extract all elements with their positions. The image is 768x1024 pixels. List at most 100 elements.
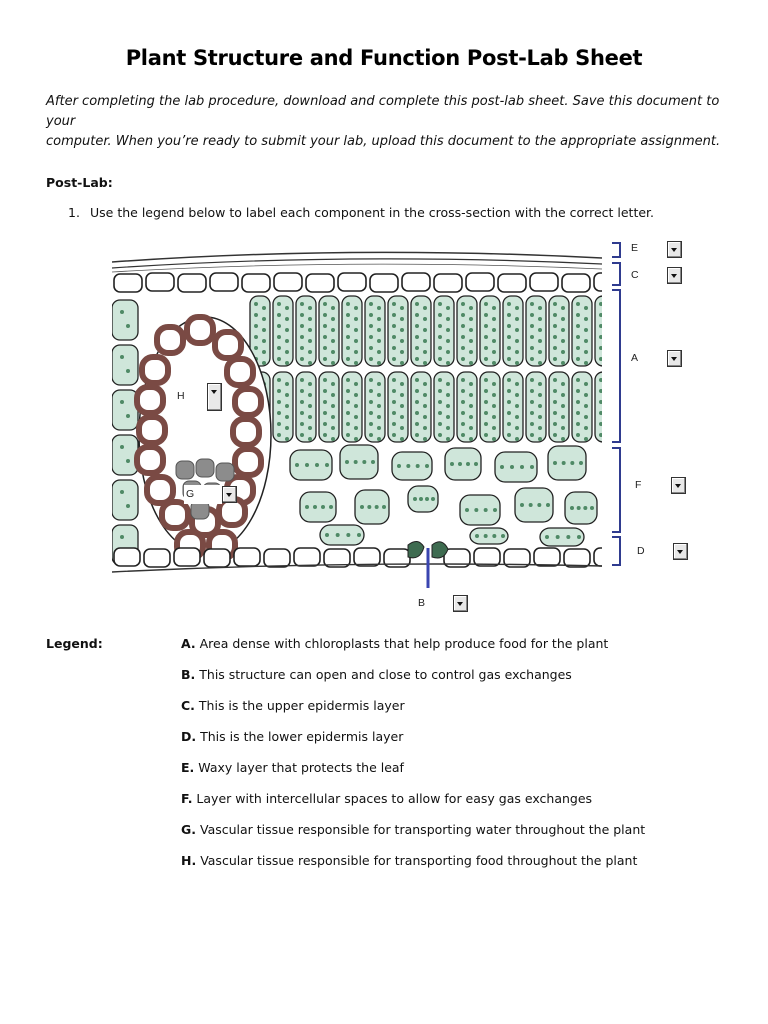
dropdown-h[interactable] <box>207 383 222 411</box>
leaf-cross-section-diagram <box>112 242 621 588</box>
legend-letter: B. <box>181 667 196 682</box>
lower-epidermis-cell <box>173 547 201 567</box>
label-h: H <box>177 390 185 402</box>
palisade-cell <box>456 295 478 367</box>
legend-text: Vascular tissue responsible for transpor… <box>196 822 646 837</box>
spongy-cell <box>289 449 333 481</box>
spongy-cell <box>354 489 390 525</box>
lower-epidermis-cell <box>233 547 261 567</box>
palisade-cell <box>594 371 602 443</box>
palisade-cell <box>112 299 139 341</box>
legend-text: Area dense with chloroplasts that help p… <box>195 636 609 651</box>
label-c: C <box>631 269 639 281</box>
legend-item-d: D. This is the lower epidermis layer <box>181 729 403 744</box>
label-g-box: G <box>184 485 222 504</box>
legend-item-b: B. This structure can open and close to … <box>181 667 572 682</box>
label-a: A <box>631 352 639 364</box>
xylem-cell <box>139 354 171 386</box>
palisade-cell <box>410 295 432 367</box>
xylem-cell <box>232 446 264 478</box>
xylem-cell <box>232 386 264 418</box>
intro-line-2: computer. When you’re ready to submit yo… <box>46 134 721 149</box>
lower-epidermis-cell <box>143 548 171 568</box>
lower-epidermis-cell <box>533 547 561 567</box>
legend-heading: Legend: <box>46 636 103 651</box>
dropdown-g[interactable] <box>222 486 237 503</box>
spongy-cell <box>539 527 585 547</box>
label-d: D <box>637 545 645 557</box>
upper-epidermis-cell <box>241 273 271 293</box>
palisade-cell <box>548 371 570 443</box>
dropdown-f[interactable] <box>671 477 686 494</box>
lower-epidermis-cell <box>443 548 471 568</box>
upper-epidermis-cell <box>337 272 367 292</box>
spongy-cell <box>514 487 554 523</box>
spongy-cell <box>494 451 538 483</box>
palisade-cell <box>548 295 570 367</box>
lower-epidermis-cell <box>593 547 602 567</box>
legend-letter: G. <box>181 822 197 837</box>
upper-epidermis-cell <box>497 273 527 293</box>
palisade-cell <box>433 295 455 367</box>
upper-epidermis-cell <box>465 272 495 292</box>
postlab-heading: Post-Lab: <box>46 175 113 190</box>
palisade-cell <box>479 295 501 367</box>
legend-item-h: H. Vascular tissue responsible for trans… <box>181 853 637 868</box>
palisade-cell <box>479 371 501 443</box>
dropdown-a[interactable] <box>667 350 682 367</box>
label-e: E <box>631 242 639 254</box>
spongy-cell <box>459 494 501 526</box>
xylem-cell <box>144 474 176 506</box>
legend-text: This is the lower epidermis layer <box>196 729 404 744</box>
lower-epidermis-cell <box>563 548 591 568</box>
palisade-cell <box>456 371 478 443</box>
question-1: 1.Use the legend below to label each com… <box>68 205 654 220</box>
question-number: 1. <box>68 205 80 220</box>
palisade-cell <box>387 295 409 367</box>
palisade-cell <box>525 295 547 367</box>
palisade-cell <box>272 295 294 367</box>
dropdown-e[interactable] <box>667 241 682 258</box>
xylem-cell <box>212 329 244 361</box>
xylem-cell <box>136 414 168 446</box>
palisade-cell <box>502 295 524 367</box>
lower-epidermis-cell <box>293 547 321 567</box>
legend-item-g: G. Vascular tissue responsible for trans… <box>181 822 645 837</box>
palisade-cell <box>433 371 455 443</box>
label-b: B <box>418 597 426 609</box>
legend-letter: E. <box>181 760 195 775</box>
palisade-cell <box>387 371 409 443</box>
lower-epidermis-cell <box>503 548 531 568</box>
xylem-cell <box>154 324 186 356</box>
spongy-cell <box>444 447 482 481</box>
legend-text: Waxy layer that protects the leaf <box>194 760 404 775</box>
legend-letter: D. <box>181 729 197 744</box>
upper-epidermis-cell <box>369 273 399 293</box>
palisade-cell <box>318 371 340 443</box>
legend-text: Vascular tissue responsible for transpor… <box>196 853 638 868</box>
palisade-cell <box>295 371 317 443</box>
upper-epidermis-cell <box>593 272 602 292</box>
lower-epidermis-cell <box>323 548 351 568</box>
palisade-cell <box>364 371 386 443</box>
lower-epidermis-cell <box>203 548 231 568</box>
intro-line-1: After completing the lab procedure, down… <box>46 94 720 129</box>
legend-text: This is the upper epidermis layer <box>194 698 405 713</box>
dropdown-b[interactable] <box>453 595 468 612</box>
dropdown-c[interactable] <box>667 267 682 284</box>
palisade-cell <box>341 371 363 443</box>
legend-letter: H. <box>181 853 197 868</box>
palisade-cell <box>112 344 139 386</box>
legend-letter: C. <box>181 698 195 713</box>
upper-epidermis-cell <box>113 273 143 293</box>
spongy-cell <box>564 491 598 525</box>
spongy-cell <box>319 524 365 546</box>
upper-epidermis-cell <box>177 273 207 293</box>
palisade-cell <box>295 295 317 367</box>
label-f: F <box>635 479 642 491</box>
spongy-cell <box>547 445 587 481</box>
dropdown-d[interactable] <box>673 543 688 560</box>
intro-text: After completing the lab procedure, down… <box>46 92 726 152</box>
palisade-cell <box>571 295 593 367</box>
palisade-cell <box>318 295 340 367</box>
